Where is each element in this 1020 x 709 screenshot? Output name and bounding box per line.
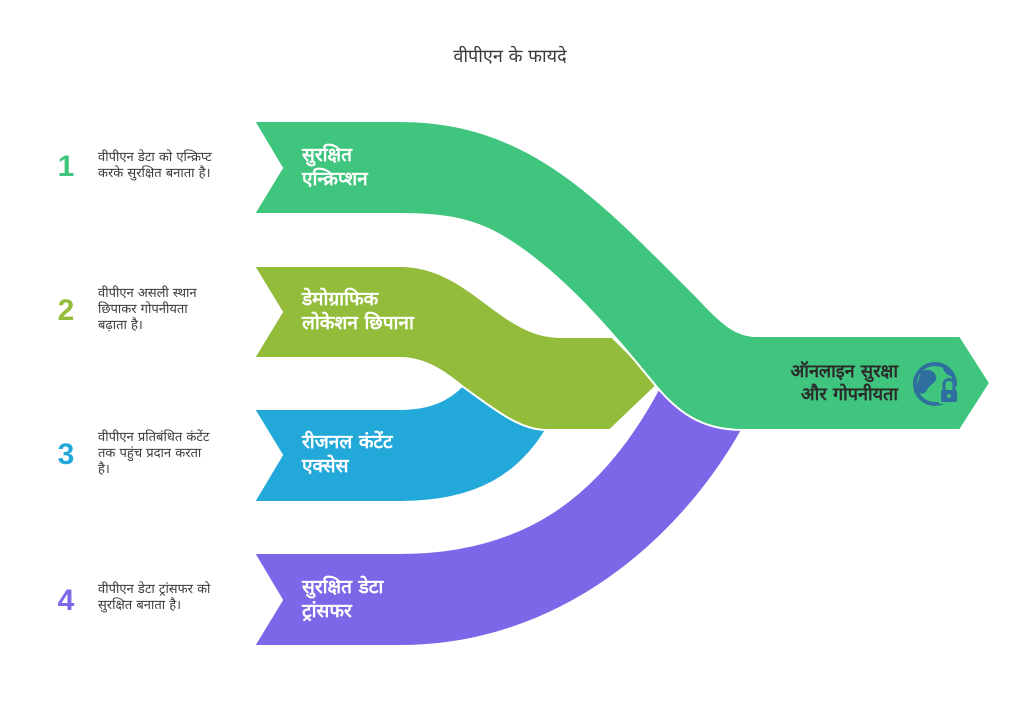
step-number-1: 1 — [57, 150, 75, 183]
band-label-line: एन्क्रिप्शन — [302, 168, 368, 190]
step-description-line: तक पहुंच प्रदान करता — [98, 446, 202, 461]
step-description-line: वीपीएन डेटा को एन्क्रिप्ट — [98, 150, 212, 165]
step-description-2: वीपीएन असली स्थान छिपाकर गोपनीयता बढ़ाता… — [98, 286, 248, 334]
step-description-line: वीपीएन प्रतिबंधित कंटेंट — [98, 430, 210, 445]
band-secure-data-transfer — [252, 384, 744, 647]
step-description-line: है। — [98, 462, 110, 477]
step-description-line: करके सुरक्षित बनाता है। — [98, 166, 211, 181]
band-label-2: डेमोग्राफिक लोकेशन छिपाना — [302, 287, 472, 335]
step-description-line: सुरक्षित बनाता है। — [98, 598, 182, 613]
globe-lock-icon — [913, 362, 960, 406]
step-description-line: छिपाकर गोपनीयता — [98, 302, 188, 317]
step-description-3: वीपीएन प्रतिबंधित कंटेंट तक पहुंच प्रदान… — [98, 430, 248, 478]
band-label-4: सुरक्षित डेटा ट्रांसफर — [302, 575, 472, 623]
band-label-line: एक्सेस — [302, 455, 349, 477]
band-regional-content-access — [252, 384, 548, 503]
band-label-line: ट्रांसफर — [302, 600, 352, 622]
step-description-line: बढ़ाता है। — [98, 318, 143, 333]
band-label-line: सुरक्षित — [302, 144, 352, 166]
step-description-line: वीपीएन डेटा ट्रांसफर को — [98, 582, 211, 597]
output-label-line: और गोपनीयता — [800, 384, 898, 405]
band-label-line: रीजनल कंटेंट — [302, 431, 393, 453]
step-number-2: 2 — [57, 294, 75, 327]
output-label-line: ऑनलाइन सुरक्षा — [790, 361, 898, 382]
diagram-title: वीपीएन के फायदे — [453, 46, 567, 67]
step-description-1: वीपीएन डेटा को एन्क्रिप्ट करके सुरक्षित … — [98, 150, 248, 182]
band-secure-encryption — [252, 120, 992, 431]
step-number-4: 4 — [57, 584, 75, 617]
output-label: ऑनलाइन सुरक्षा और गोपनीयता — [736, 360, 898, 406]
step-number-3: 3 — [57, 438, 75, 471]
step-description-4: वीपीएन डेटा ट्रांसफर को सुरक्षित बनाता ह… — [98, 582, 248, 614]
band-label-1: सुरक्षित एन्क्रिप्शन — [302, 143, 472, 191]
band-label-3: रीजनल कंटेंट एक्सेस — [302, 430, 472, 478]
step-description-line: वीपीएन असली स्थान — [98, 286, 197, 301]
band-label-line: लोकेशन छिपाना — [302, 312, 414, 334]
band-label-line: डेमोग्राफिक — [302, 288, 379, 310]
band-label-line: सुरक्षित डेटा — [302, 576, 384, 598]
